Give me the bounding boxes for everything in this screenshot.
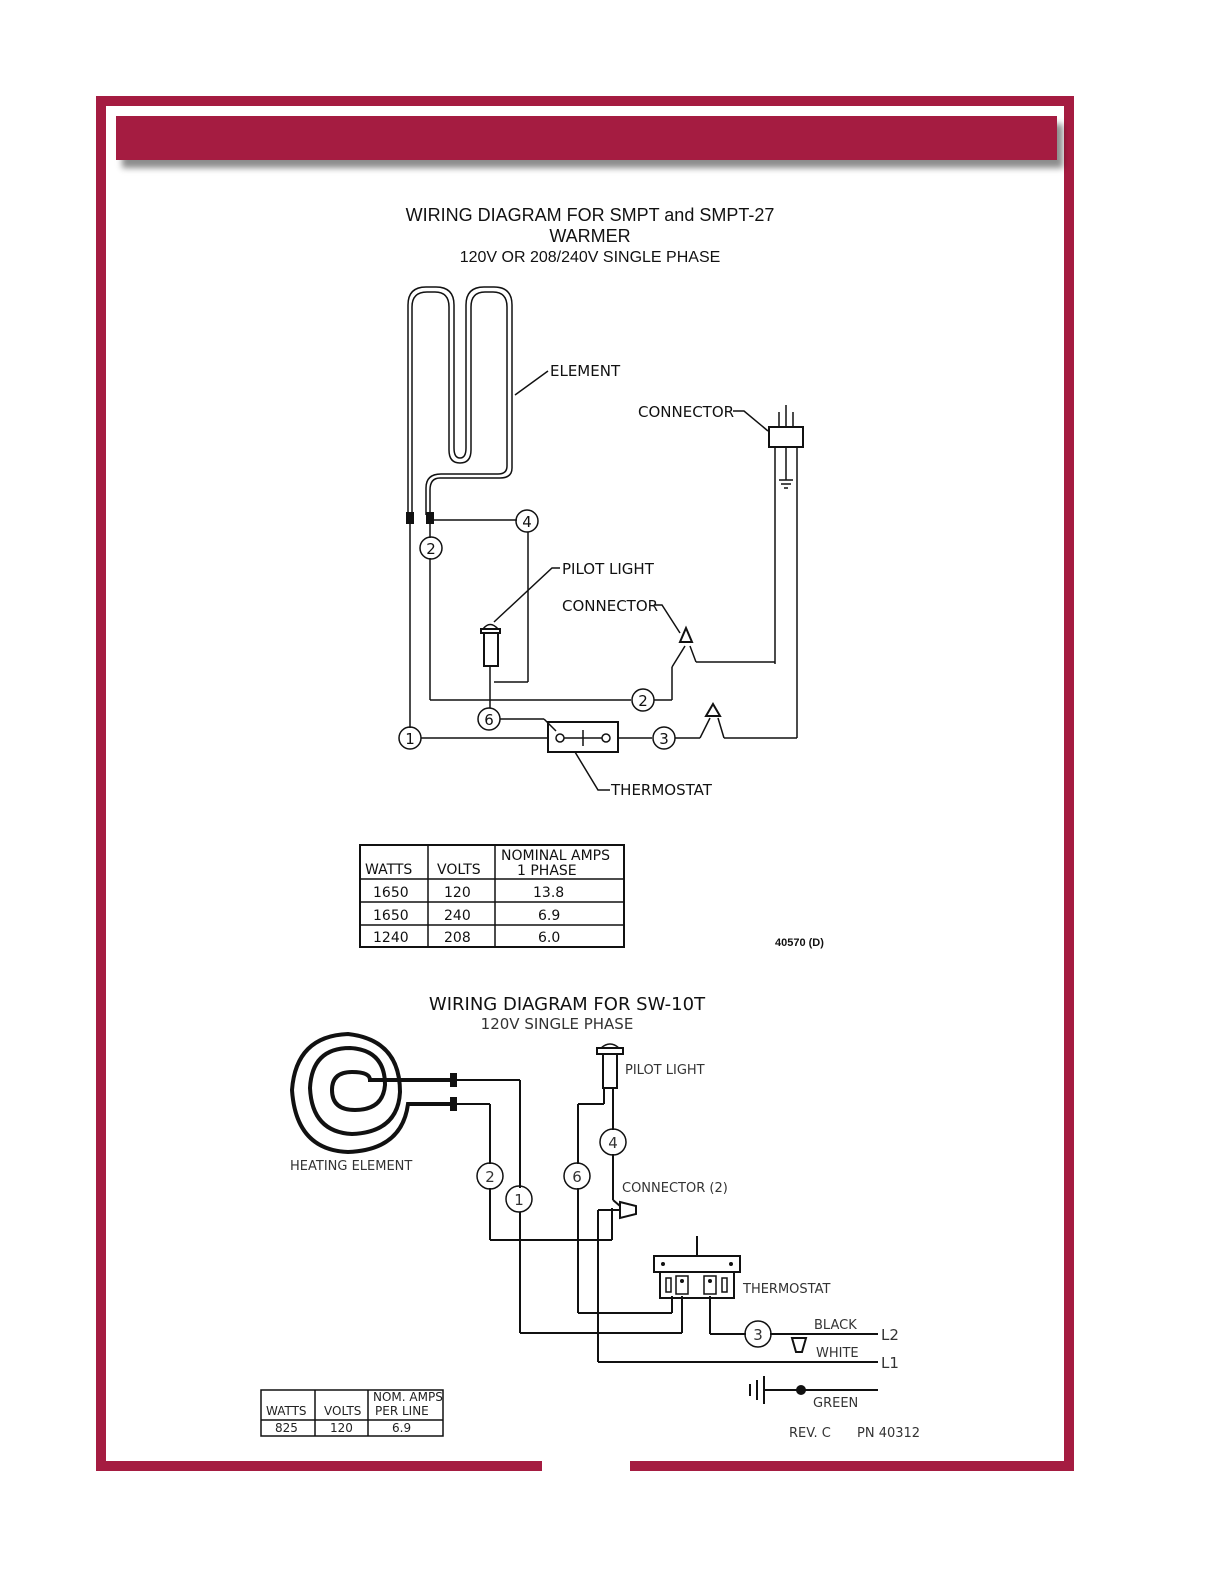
diagram1-title-line2: WARMER	[549, 226, 630, 246]
svg-text:4: 4	[608, 1134, 618, 1152]
pilot-light-icon	[596, 1043, 624, 1089]
element-leader	[514, 370, 549, 396]
svg-text:3: 3	[659, 730, 669, 748]
wire-number-6: 6	[477, 707, 501, 731]
header-bar	[116, 116, 1057, 160]
table-header-amps: NOMINAL AMPS	[501, 848, 610, 864]
black-wire-label: BLACK	[814, 1318, 857, 1333]
wire-number-2: 2	[419, 536, 443, 560]
table-cell: 6.9	[392, 1421, 411, 1435]
svg-text:6: 6	[572, 1168, 582, 1186]
pilot-light-label: PILOT LIGHT	[562, 560, 655, 578]
table-header-watts: WATTS	[266, 1404, 307, 1418]
svg-text:4: 4	[522, 513, 532, 531]
table-cell: 120	[444, 885, 471, 901]
wire-number-4: 4	[599, 1128, 627, 1156]
table-header-volts: VOLTS	[324, 1404, 361, 1418]
table-cell: 1650	[373, 885, 409, 901]
page-frame-bottom-left	[96, 1461, 542, 1471]
table-cell: 1240	[373, 930, 409, 946]
heating-element-label: HEATING ELEMENT	[290, 1159, 412, 1174]
thermostat-leader	[574, 751, 610, 791]
table-header-volts: VOLTS	[437, 862, 481, 878]
diagram1-title: WIRING DIAGRAM FOR SMPT and SMPT-27	[406, 205, 775, 225]
wire-connector-icon	[790, 1337, 808, 1353]
wire-number-2b: 2	[631, 688, 655, 712]
table-header-amps: NOM. AMPS	[373, 1390, 443, 1404]
thermostat-icon	[653, 1236, 741, 1299]
table-header-per-line: PER LINE	[375, 1404, 429, 1418]
diagram1-wires	[409, 519, 797, 739]
wire-number-1: 1	[505, 1185, 533, 1213]
thermostat-icon	[547, 721, 619, 753]
table-cell: 6.9	[538, 908, 560, 924]
heating-element-spiral-icon	[289, 1031, 520, 1155]
table-cell: 13.8	[533, 885, 564, 901]
wire-connector-icon	[598, 1199, 637, 1220]
revision-label: REV. C	[789, 1426, 831, 1441]
table-cell: 825	[275, 1421, 298, 1435]
table-cell: 6.0	[538, 930, 560, 946]
page-frame-top	[96, 96, 1074, 106]
connector-mid-leader	[654, 604, 681, 634]
diagram2-table: WATTS VOLTS NOM. AMPS PER LINE 825 120 6…	[260, 1389, 444, 1437]
thermostat-label: THERMOSTAT	[742, 1282, 830, 1297]
l2-label: L2	[881, 1326, 899, 1344]
table-cell: 240	[444, 908, 471, 924]
svg-text:1: 1	[405, 730, 415, 748]
svg-text:2: 2	[638, 692, 648, 710]
page-frame-left	[96, 96, 106, 1471]
diagram1-subtitle: 120V OR 208/240V SINGLE PHASE	[460, 249, 721, 266]
diagram2-subtitle: 120V SINGLE PHASE	[481, 1015, 634, 1033]
page-frame-right	[1064, 96, 1074, 1471]
white-wire-label: WHITE	[816, 1346, 859, 1361]
diagram1-part-number: 40570 (D)	[775, 937, 824, 949]
connector-top-leader	[733, 410, 769, 432]
diagram2-title: WIRING DIAGRAM FOR SW-10T	[429, 994, 706, 1015]
wire-number-1: 1	[398, 726, 422, 750]
pilot-light-leader	[493, 567, 560, 623]
wire-number-6: 6	[563, 1162, 591, 1190]
wire-number-3: 3	[744, 1320, 772, 1348]
wire-number-3: 3	[652, 726, 676, 750]
table-header-watts: WATTS	[365, 862, 412, 878]
element-coil-icon	[406, 286, 513, 524]
svg-text:2: 2	[426, 540, 436, 558]
svg-text:6: 6	[484, 711, 494, 729]
table-cell: 120	[330, 1421, 353, 1435]
wire-connector-icon	[678, 625, 722, 717]
green-wire-label: GREEN	[813, 1396, 858, 1411]
connector-label: CONNECTOR (2)	[622, 1181, 728, 1196]
diagram2-wires	[489, 1080, 878, 1363]
svg-text:3: 3	[753, 1326, 763, 1344]
pilot-light-icon	[480, 623, 501, 667]
diagram1-table: WATTS VOLTS NOMINAL AMPS 1 PHASE 1650 12…	[359, 844, 625, 948]
svg-text:2: 2	[485, 1168, 495, 1186]
wire-number-4: 4	[515, 509, 539, 533]
wire-number-2: 2	[476, 1162, 504, 1190]
ground-icon	[749, 1376, 878, 1404]
table-header-phase: 1 PHASE	[517, 863, 577, 879]
pilot-light-label: PILOT LIGHT	[625, 1063, 705, 1078]
svg-text:1: 1	[514, 1191, 524, 1209]
l1-label: L1	[881, 1354, 899, 1372]
table-cell: 1650	[373, 908, 409, 924]
connector-mid-label: CONNECTOR	[562, 597, 658, 615]
plug-connector-icon	[768, 405, 804, 738]
diagram2-part-number: PN 40312	[857, 1426, 920, 1441]
connector-top-label: CONNECTOR	[638, 403, 734, 421]
thermostat-label: THERMOSTAT	[610, 781, 713, 799]
page-frame-bottom-right	[630, 1461, 1074, 1471]
table-cell: 208	[444, 930, 471, 946]
element-label: ELEMENT	[550, 362, 621, 380]
